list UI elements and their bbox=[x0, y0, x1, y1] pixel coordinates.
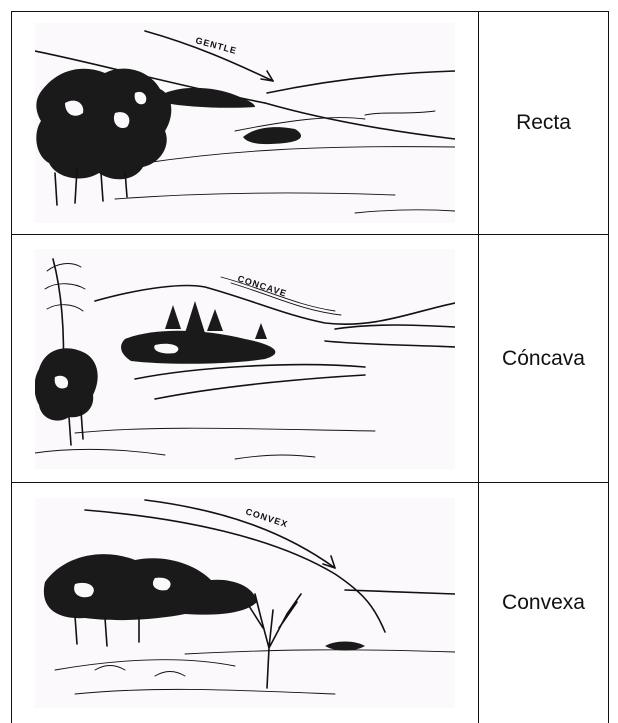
table-row: GENTLE Recta bbox=[12, 12, 609, 235]
convex-slope-sketch: CONVEX bbox=[35, 498, 455, 708]
table-row: CONCAVE Cóncava bbox=[12, 235, 609, 483]
gentle-slope-sketch: GENTLE bbox=[35, 23, 455, 223]
slope-table-wrapper: GENTLE Recta bbox=[11, 11, 606, 723]
slope-label-cell: Recta bbox=[479, 12, 609, 235]
image-cell: CONVEX bbox=[12, 483, 479, 723]
concave-slope-sketch: CONCAVE bbox=[35, 249, 455, 469]
slope-types-table: GENTLE Recta bbox=[11, 11, 609, 723]
image-cell: CONCAVE bbox=[12, 235, 479, 483]
image-cell: GENTLE bbox=[12, 12, 479, 235]
table-row: CONVEX Convexa bbox=[12, 483, 609, 723]
slope-label-cell: Cóncava bbox=[479, 235, 609, 483]
slope-label-cell: Convexa bbox=[479, 483, 609, 723]
